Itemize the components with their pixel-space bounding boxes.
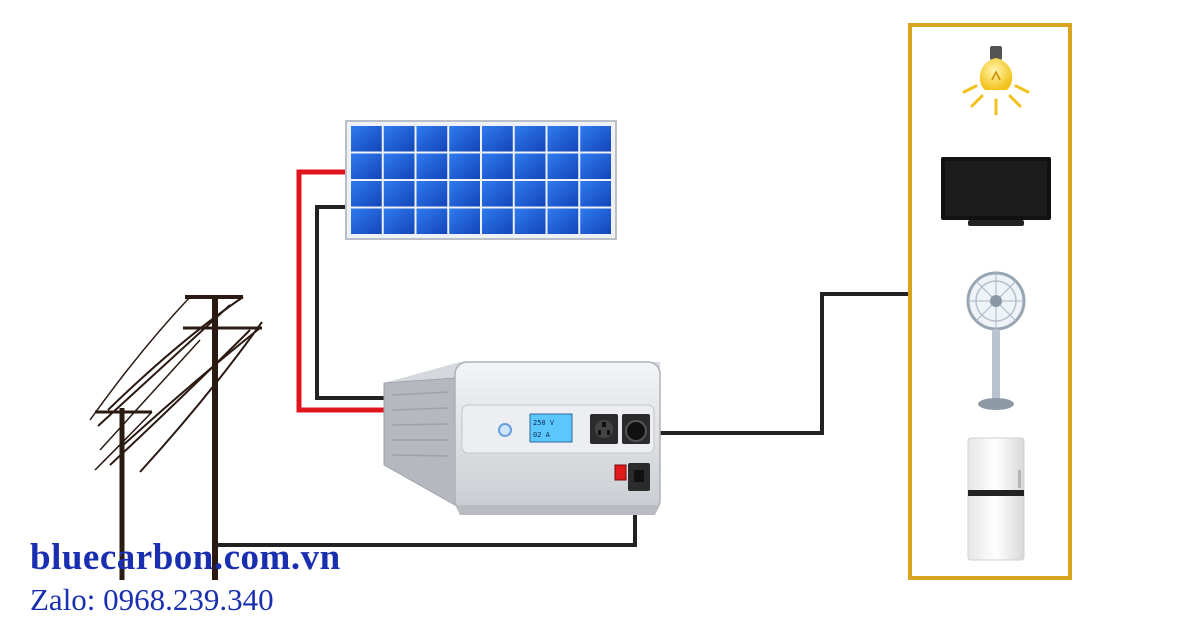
solar-cell (416, 208, 448, 234)
lcd-line-1: 250 V (533, 419, 555, 427)
solar-cell (580, 208, 611, 234)
solar-cell (580, 153, 611, 179)
solar-cell (383, 208, 415, 234)
hybrid-inverter: 250 V 02 A (383, 361, 661, 515)
ac-output-wire (640, 292, 908, 435)
contact-text: Zalo: 0968.239.340 (30, 582, 274, 617)
solar-cell (449, 181, 480, 207)
solar-cell (351, 208, 382, 234)
solar-cell (383, 181, 415, 207)
solar-cell (580, 126, 611, 152)
power-button-icon[interactable] (498, 423, 512, 437)
television-icon (941, 157, 1051, 226)
utility-pole (89, 295, 263, 580)
lcd-display: 250 V 02 A (529, 413, 573, 443)
light-bulb-icon (962, 46, 1030, 116)
solar-cell (547, 181, 579, 207)
solar-cell (514, 153, 546, 179)
solar-cell (514, 208, 546, 234)
solar-cell (514, 126, 546, 152)
solar-cell (351, 181, 382, 207)
solar-panel (345, 120, 617, 240)
solar-cell (351, 153, 382, 179)
solar-cell (449, 208, 480, 234)
solar-cell (482, 208, 513, 234)
solar-cell (482, 153, 513, 179)
solar-cell (351, 126, 382, 152)
solar-cell (449, 153, 480, 179)
solar-cell (416, 126, 448, 152)
solar-cell (383, 126, 415, 152)
solar-cell (416, 181, 448, 207)
solar-cell (547, 126, 579, 152)
power-switch-icon[interactable] (614, 464, 627, 481)
brand-block: bluecarbon.com.vn Zalo: 0968.239.340 (30, 538, 341, 620)
solar-cell (449, 126, 480, 152)
website-text[interactable]: bluecarbon.com.vn (30, 537, 341, 578)
negative-wire (315, 205, 384, 400)
refrigerator-icon (967, 437, 1025, 561)
solar-cell (482, 126, 513, 152)
electric-fan-icon (966, 271, 1026, 410)
solar-cell (547, 208, 579, 234)
solar-cell (514, 181, 546, 207)
solar-cell (383, 153, 415, 179)
solar-cell (416, 153, 448, 179)
positive-wire (296, 169, 384, 413)
solar-cell (482, 181, 513, 207)
solar-cell (580, 181, 611, 207)
solar-cell (547, 153, 579, 179)
lcd-line-2: 02 A (533, 431, 551, 439)
